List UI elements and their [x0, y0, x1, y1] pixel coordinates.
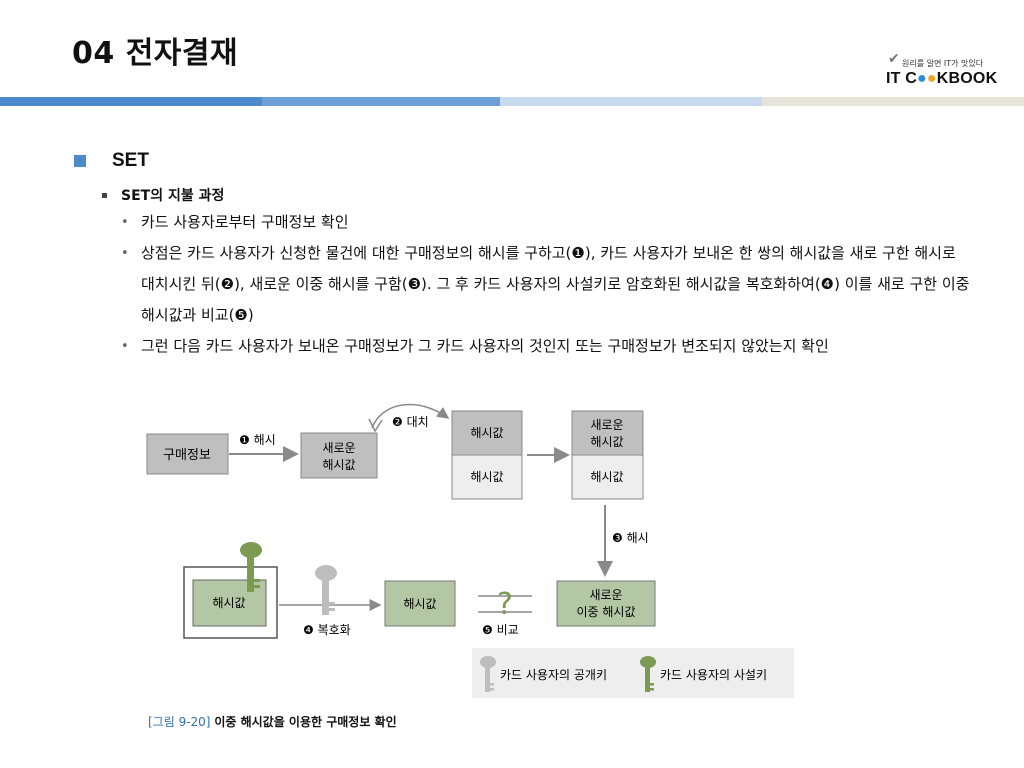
step5-label: ❺ 비교 — [482, 623, 519, 637]
dual-hash-box — [556, 580, 656, 627]
bullet-item-3: 그런 다음 카드 사용자가 보내온 구매정보가 그 카드 사용자의 것인지 또는… — [119, 331, 974, 362]
small-square-bullet-icon — [102, 192, 107, 198]
public-key-icon — [315, 565, 337, 615]
new-hash-box — [300, 432, 378, 479]
caption-text: 이중 해시값을 이용한 구매정보 확인 — [214, 715, 397, 729]
pair2-bottom-label: 해시값 — [590, 470, 623, 484]
replace-curve-tail — [368, 418, 383, 433]
pair-bottom-label: 해시값 — [470, 470, 503, 484]
step1-label: ❶ 해시 — [239, 433, 276, 447]
pair-bottom-box — [451, 454, 523, 500]
step2-label: ❷ 대치 — [392, 415, 429, 429]
subsection-label: SET의 지불 과정 — [121, 188, 225, 204]
compare-question-icon: ? — [497, 587, 513, 622]
pair2-top-line2: 해시값 — [590, 435, 623, 449]
legend-private-label: 카드 사용자의 사설키 — [660, 668, 767, 682]
dual-hash-line2: 이중 해시값 — [576, 605, 635, 619]
logo-text-end: KBOOK — [936, 70, 998, 87]
legend-public-key-icon — [480, 656, 496, 692]
pair2-bottom-box — [571, 454, 644, 500]
pair2-top-line1: 새로운 — [590, 418, 623, 432]
legend-public-label: 카드 사용자의 공개키 — [500, 668, 607, 682]
step4-label: ❹ 복호화 — [303, 623, 351, 637]
logo-orange-dot-icon: ● — [926, 70, 937, 87]
bullet-list: 카드 사용자로부터 구매정보 확인 상점은 카드 사용자가 신청한 물건에 대한… — [119, 207, 974, 362]
logo: IT C●●KBOOK — [886, 70, 997, 88]
header-stripe-1 — [0, 97, 262, 106]
subsection-heading: SET의 지불 과정 — [102, 185, 224, 205]
purchase-info-box — [146, 433, 229, 475]
bullet-item-1: 카드 사용자로부터 구매정보 확인 — [119, 207, 974, 238]
bullet-item-2: 상점은 카드 사용자가 신청한 물건에 대한 구매정보의 해시를 구하고(❶),… — [119, 238, 974, 331]
header-stripe-3 — [500, 97, 762, 106]
dual-hash-line1: 새로운 — [589, 588, 622, 602]
new-hash-line1: 새로운 — [322, 441, 355, 455]
page-title: 04 전자결재 — [72, 36, 239, 71]
decrypted-hash-label: 해시값 — [403, 597, 436, 611]
square-bullet-icon — [74, 155, 86, 167]
decrypted-hash-box — [384, 580, 456, 627]
logo-text-start: IT C — [886, 70, 918, 87]
section-heading: SET — [74, 150, 149, 172]
header-stripe-2 — [262, 97, 500, 106]
section-label: SET — [112, 150, 149, 171]
pair2-top-box — [571, 410, 644, 456]
encrypted-hash-label: 해시값 — [212, 596, 245, 610]
figure-caption: [그림 9-20] 이중 해시값을 이용한 구매정보 확인 — [148, 713, 397, 730]
pair-top-box — [451, 410, 523, 456]
replace-curve-arrow — [371, 403, 450, 429]
private-key-icon — [240, 542, 262, 592]
purchase-info-label: 구매정보 — [163, 448, 211, 463]
logo-tagline: 원리를 알면 IT가 맛있다 — [902, 59, 984, 68]
legend-private-key-icon — [640, 656, 656, 692]
new-hash-line2: 해시값 — [322, 458, 355, 472]
logo-blue-dot-icon: ● — [917, 70, 927, 87]
check-icon: ✔ — [888, 51, 900, 67]
legend-box — [472, 648, 794, 698]
header-stripe-4 — [762, 97, 1024, 106]
pair-top-label: 해시값 — [470, 426, 503, 440]
step3-label: ❸ 해시 — [612, 531, 649, 545]
caption-number: [그림 9-20] — [148, 715, 211, 729]
